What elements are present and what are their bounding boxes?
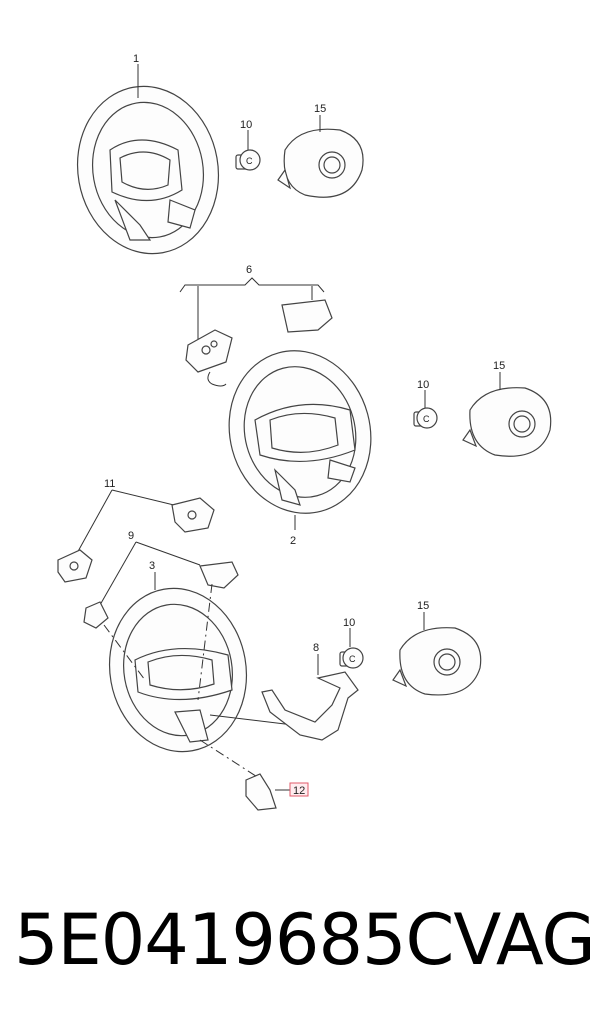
airbag-15-c — [392, 627, 482, 696]
callout-12: 12 — [293, 785, 305, 797]
switch-panel-6-left — [185, 329, 233, 387]
callout-15-c: 15 — [417, 600, 429, 612]
callout-1: 1 — [133, 53, 139, 65]
trim-9-left — [83, 601, 109, 629]
callout-15-a: 15 — [314, 103, 326, 115]
svg-text:C: C — [423, 414, 430, 424]
callout-9: 9 — [128, 530, 134, 542]
callout-10-c: 10 — [343, 617, 355, 629]
airbag-15-b — [462, 387, 552, 457]
part-caption: 5E0419685C VAG — [14, 890, 596, 990]
trim-frame-8 — [261, 671, 359, 741]
airbag-15-a — [277, 128, 364, 198]
callout-15-b: 15 — [493, 360, 505, 372]
callout-8: 8 — [313, 642, 319, 654]
parts-diagram: 1 C 10 15 6 2 C 10 — [57, 53, 552, 811]
bolt-10-c: C — [339, 647, 364, 669]
switch-11-right — [171, 497, 215, 533]
steering-wheel-1 — [76, 85, 220, 255]
callout-10-b: 10 — [417, 379, 429, 391]
trim-clip-12 — [245, 773, 277, 811]
brand-name: VAG — [453, 899, 595, 981]
part-number: 5E0419685C — [14, 899, 454, 981]
callout-6: 6 — [246, 264, 252, 276]
trim-cover-6-right — [281, 299, 333, 333]
steering-wheel-3 — [108, 587, 248, 753]
callout-3: 3 — [149, 560, 155, 572]
bolt-10-a: C — [235, 149, 261, 171]
callout-11: 11 — [104, 478, 115, 490]
svg-text:C: C — [246, 156, 253, 166]
callout-10-a: 10 — [240, 119, 252, 131]
svg-text:C: C — [349, 654, 356, 664]
callout-12-box — [289, 782, 309, 797]
callout-2: 2 — [290, 535, 296, 547]
bolt-10-b: C — [413, 407, 438, 429]
trim-9-right — [199, 561, 239, 589]
steering-wheel-2 — [228, 350, 372, 514]
switch-11-left — [57, 549, 93, 583]
